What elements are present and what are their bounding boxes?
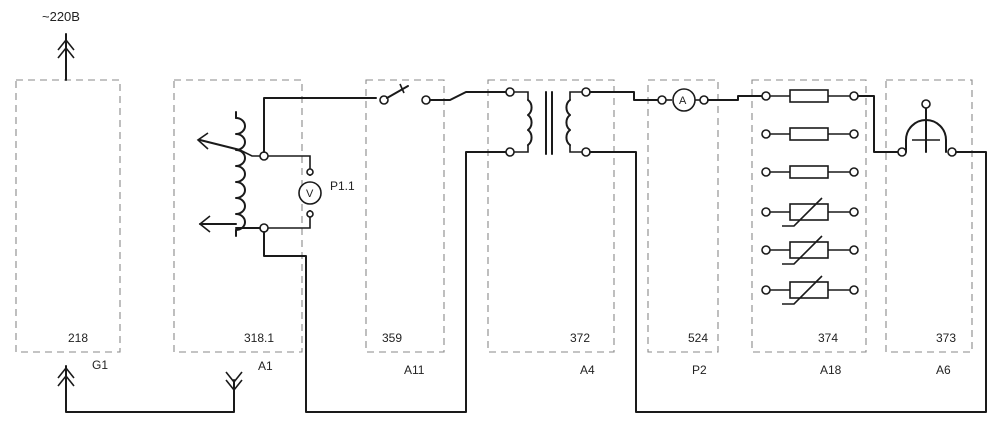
load-row4-right-terminal [849, 207, 859, 217]
load-row2-left-terminal [761, 129, 771, 139]
block-desig-g1: G1 [92, 358, 108, 372]
breaker-right-terminal [947, 147, 957, 157]
block-g1-frame [15, 79, 121, 353]
resistor-icon [789, 165, 829, 179]
a4-primary-top-terminal [505, 87, 515, 97]
block-desig-a18: A18 [820, 363, 842, 377]
load-row3-left-terminal [761, 167, 771, 177]
block-a18-frame [751, 79, 867, 353]
a4-secondary-bottom-terminal [581, 147, 591, 157]
voltmeter-lower-terminal [306, 210, 314, 218]
voltmeter-icon [298, 181, 322, 205]
block-desig-p2: P2 [692, 363, 707, 377]
voltmeter-lower-lead [268, 210, 311, 229]
block-code-p2: 524 [688, 331, 708, 345]
resistor-icon [789, 127, 829, 141]
a4-secondary-top-terminal [581, 87, 591, 97]
block-desig-a4: A4 [580, 363, 595, 377]
return-wire-to-transformer [263, 151, 509, 413]
load-row5-right-terminal [849, 245, 859, 255]
block-desig-a6: A6 [936, 363, 951, 377]
load-row4-left-terminal [761, 207, 771, 217]
load-to-breaker-wire [857, 95, 899, 153]
breaker-left-terminal [897, 147, 907, 157]
load-row1-right-terminal [849, 91, 859, 101]
load-row6-left-terminal [761, 285, 771, 295]
block-a6-frame [885, 79, 973, 353]
voltmeter-label: P1.1 [330, 179, 355, 193]
ammeter-letter: A [679, 95, 687, 107]
block-a11-frame [365, 79, 445, 353]
block-code-a11: 359 [382, 331, 402, 345]
block-desig-a1: A1 [258, 359, 273, 373]
block-code-a4: 372 [570, 331, 590, 345]
load-row5-left-terminal [761, 245, 771, 255]
block-code-a18: 374 [818, 331, 838, 345]
load-row1-left-terminal [761, 91, 771, 101]
load-row3-right-terminal [849, 167, 859, 177]
load-row2-right-terminal [849, 129, 859, 139]
load-row6-right-terminal [849, 285, 859, 295]
supply-label: ~220В [42, 9, 80, 24]
ammeter-to-load-wire [707, 95, 763, 101]
circuit-breaker-icon [905, 99, 947, 153]
transformer-return-wire [589, 151, 987, 413]
supply-connector-icon [57, 33, 75, 81]
phase-wire-to-switch [263, 97, 377, 153]
block-p2-frame [647, 79, 719, 353]
g1-a1-connector-icon [57, 365, 243, 413]
a4-primary-bottom-terminal [505, 147, 515, 157]
voltmeter-letter: V [306, 188, 314, 200]
transformer-to-ammeter-wire [589, 91, 659, 101]
block-a1-frame [173, 79, 303, 353]
ammeter-left-terminal [657, 95, 667, 105]
a1-output-terminal [259, 151, 269, 161]
switch-to-transformer-wire [429, 91, 509, 101]
a1-common-terminal [259, 223, 269, 233]
block-code-a1: 318.1 [244, 331, 274, 345]
autotransformer-icon [196, 111, 262, 237]
block-code-a6: 373 [936, 331, 956, 345]
transformer-icon [514, 91, 582, 155]
resistor-icon [789, 89, 829, 103]
block-code-g1: 218 [68, 331, 88, 345]
block-desig-a11: A11 [404, 363, 425, 377]
voltmeter-upper-terminal [306, 168, 314, 176]
voltmeter-upper-lead [268, 155, 311, 176]
block-a4-frame [487, 79, 615, 353]
ammeter-right-terminal [699, 95, 709, 105]
switch-icon [379, 83, 431, 105]
